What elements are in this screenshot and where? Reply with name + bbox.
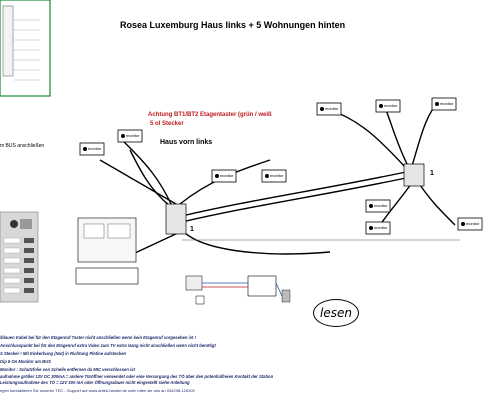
monitor-label: monitor xyxy=(374,225,388,230)
monitor-label: monitor xyxy=(440,101,454,106)
instruction-line-3: S Stecker ! Mit Einkerbung (Nut) in Rich… xyxy=(0,351,127,356)
instruction-line-5: Monitor : Schutzfolie von Schelle entfer… xyxy=(0,367,135,372)
unit-number: 1 xyxy=(190,226,194,233)
haus-label: Haus vorn links xyxy=(160,139,213,146)
side-note: m BUS anschließen xyxy=(0,143,45,149)
instruction-line-1: /blauen Kabel bei für den Etagenruf Tast… xyxy=(0,335,197,340)
instruction-line-7: Leistungsaufnahme des TÖ = 12V 300 mA od… xyxy=(0,380,190,385)
monitor-label: monitor xyxy=(325,106,339,111)
diagram-title: Rosea Luxemburg Haus links + 5 Wohnungen… xyxy=(120,20,346,30)
monitor-label: monitor xyxy=(270,173,284,178)
adapter xyxy=(185,275,203,291)
monitor-label: monitor xyxy=(88,146,102,151)
monitor-label: monitor xyxy=(466,221,480,226)
door-station xyxy=(0,211,39,303)
instruction-line-6: aufnahme größer 12V DC 300mA = andere Tü… xyxy=(0,374,274,379)
dip-switch xyxy=(195,295,205,305)
monitor-label: monitor xyxy=(374,203,388,208)
distributor-left xyxy=(165,203,187,235)
unit-number: 1 xyxy=(430,170,434,177)
lesen-badge[interactable]: lesen xyxy=(313,299,359,327)
door-opener-power xyxy=(247,275,277,297)
monitor-label: monitor xyxy=(126,133,140,138)
monitor-label: monitor xyxy=(220,173,234,178)
terminal-block xyxy=(281,289,291,303)
inset-panel xyxy=(2,5,14,77)
warning-line-2: 5 ol Stecker xyxy=(150,121,184,127)
distributor-right xyxy=(403,163,425,187)
power-supply xyxy=(75,267,139,285)
footer-support: ngen kontaktieren Sie unseren TEC - Supp… xyxy=(0,388,195,393)
warning-line-1: Achtung BT1/BT2 Etagentaster (grün / wei… xyxy=(148,112,272,118)
monitor-units-left xyxy=(79,129,287,183)
monitor-label: monitor xyxy=(384,103,398,108)
instruction-line-2: Anschlusspunkt bei für den Etagenruf ext… xyxy=(0,343,216,348)
monitor-units-right xyxy=(316,97,483,235)
instruction-line-4: Dip 6 On Monitor am BUS xyxy=(0,359,51,364)
